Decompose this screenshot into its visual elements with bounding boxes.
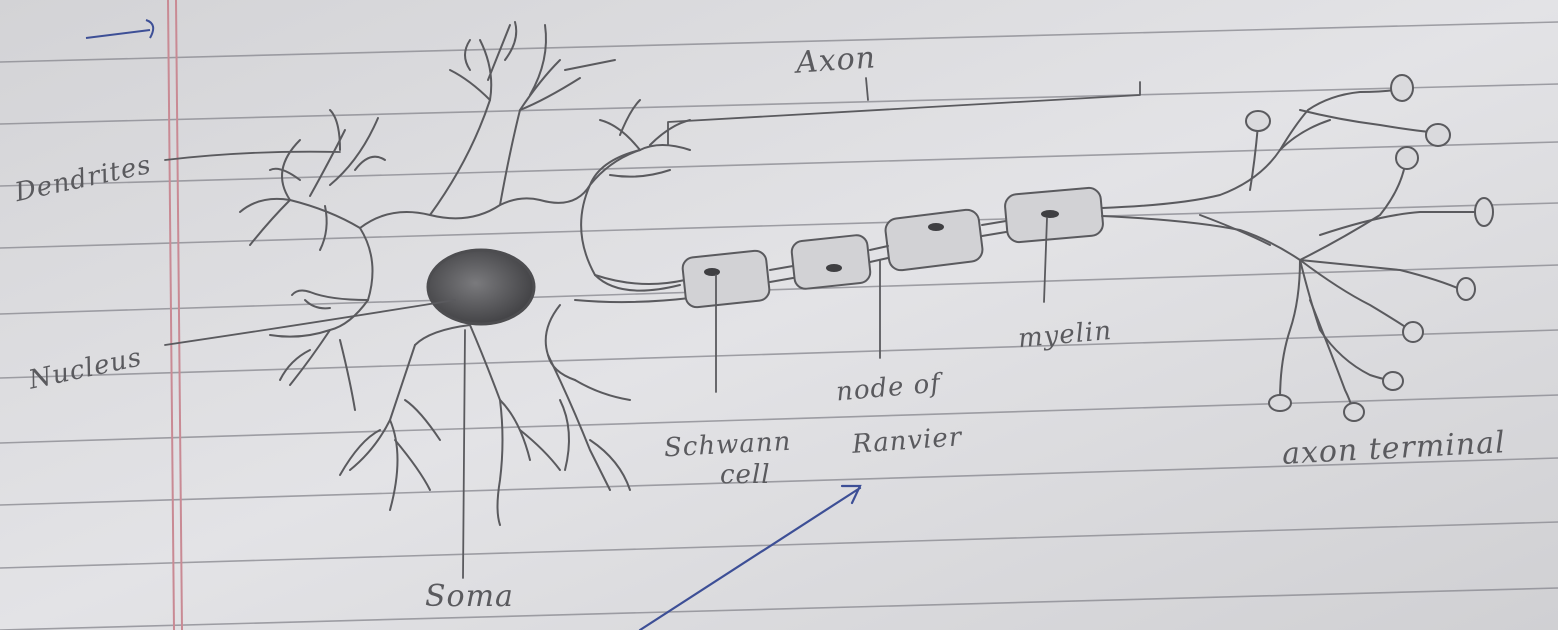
nucleus [428, 250, 534, 324]
schwann-cell-2 [791, 234, 872, 290]
label-schwann: Schwann [663, 429, 792, 462]
label-axon: Axon [795, 43, 877, 79]
schwann-cell-1 [682, 250, 771, 309]
label-myelin: myelin [1017, 318, 1113, 352]
label-schwann-cell: cell [720, 462, 771, 488]
label-ranvier: Ranvier [851, 424, 963, 458]
label-soma: Soma [425, 582, 514, 612]
schwann-cell-3 [884, 208, 984, 271]
